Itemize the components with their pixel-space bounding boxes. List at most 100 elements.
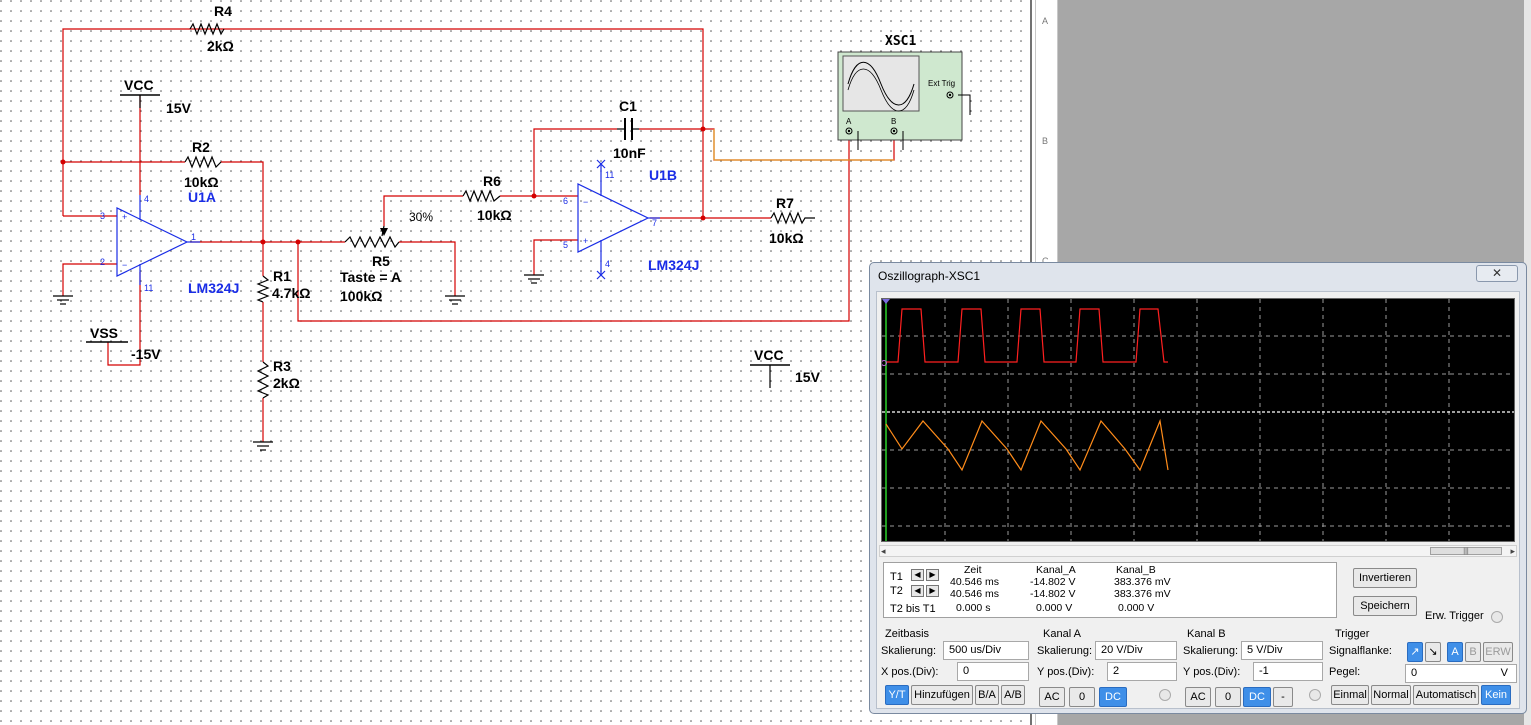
t1-ch-a: -14.802 V	[1030, 576, 1076, 588]
channel-b-ypos-field[interactable]: -1	[1253, 662, 1323, 681]
xsc1-ch-b: B	[891, 117, 896, 126]
t1-right-arrow-icon[interactable]: ▶	[926, 569, 939, 581]
vcc2-name: VCC	[754, 347, 784, 363]
scroll-thumb[interactable]: |||	[1430, 547, 1502, 555]
ground-symbols	[53, 274, 544, 451]
vertical-scrollbar[interactable]	[1524, 0, 1531, 725]
xsc1-ch-a: A	[846, 117, 852, 126]
vcc1-value: 15V	[166, 100, 192, 116]
trigger-single-button[interactable]: Einmal	[1331, 685, 1369, 705]
screen-grid	[882, 299, 1514, 541]
r7-name: R7	[776, 195, 794, 211]
channel-b-radio[interactable]	[1309, 689, 1321, 701]
pin-3: 3	[100, 211, 105, 221]
channel-a-scale-field[interactable]: 20 V/Div	[1095, 641, 1177, 660]
channel-b-title: Kanal B	[1187, 628, 1226, 640]
screen-horizontal-scrollbar[interactable]: ◂ ||| ▸	[879, 545, 1517, 557]
channel-a-ac-button[interactable]: AC	[1039, 687, 1065, 707]
r3-name: R3	[273, 358, 291, 374]
r6-resistor[interactable]	[462, 189, 501, 203]
t2-right-arrow-icon[interactable]: ▶	[926, 585, 939, 597]
mode-ba-button[interactable]: B/A	[975, 685, 999, 705]
trigger-source-b-button[interactable]: B	[1465, 642, 1481, 662]
channel-a-ypos-field[interactable]: 2	[1107, 662, 1177, 681]
r1-resistor[interactable]	[256, 275, 270, 303]
channel-a-zero-button[interactable]: 0	[1069, 687, 1095, 707]
trigger-normal-button[interactable]: Normal	[1371, 685, 1411, 705]
u1b-opamp[interactable]	[577, 183, 650, 253]
ruler-letter-c: C	[1042, 256, 1049, 266]
trigger-level-field[interactable]: 0 V	[1405, 664, 1517, 683]
scroll-left-icon[interactable]: ◂	[881, 546, 886, 556]
pin-11: 11	[144, 283, 153, 293]
mode-ab-button[interactable]: A/B	[1001, 685, 1025, 705]
pin-4: 4	[144, 194, 149, 204]
channel-b-trace	[885, 418, 1169, 472]
rising-edge-button[interactable]: ↗	[1407, 642, 1423, 662]
t1-label: T1	[890, 571, 903, 583]
invert-button[interactable]: Invertieren	[1353, 568, 1417, 588]
trigger-level-unit: V	[1500, 667, 1508, 679]
oscilloscope-window[interactable]: Oszillograph-XSC1 ✕	[869, 262, 1527, 714]
scroll-right-icon[interactable]: ▸	[1510, 546, 1515, 556]
trigger-edge-label: Signalflanke:	[1329, 645, 1392, 657]
pin-6: 6	[563, 196, 568, 206]
t2-t1-label: T2 bis T1	[890, 603, 936, 615]
u1a-part: LM324J	[188, 280, 239, 296]
r4-name: R4	[214, 3, 232, 19]
trigger-level-value: 0	[1411, 667, 1418, 679]
r1-value: 4.7kΩ	[272, 285, 310, 301]
xsc1-terminal-a[interactable]	[845, 127, 853, 135]
u1a-name: U1A	[188, 189, 216, 205]
pin-5: 5	[563, 240, 568, 250]
falling-edge-button[interactable]: ↘	[1425, 642, 1441, 662]
t2-left-arrow-icon[interactable]: ◀	[911, 585, 924, 597]
channel-b-ac-button[interactable]: AC	[1185, 687, 1211, 707]
cursor-readout-box: T1 T2 T2 bis T1 ◀ ▶ ◀ ▶ Zeit Kanal_A Kan…	[883, 562, 1337, 618]
r5-potentiometer[interactable]	[344, 235, 400, 249]
t2-time: 40.546 ms	[950, 588, 1000, 600]
trigger-none-button[interactable]: Kein	[1481, 685, 1511, 705]
r7-resistor[interactable]	[770, 211, 815, 225]
r3-resistor[interactable]	[256, 361, 270, 399]
cursor-handle[interactable]	[882, 299, 890, 304]
u1a-opamp[interactable]	[116, 207, 189, 277]
xsc1-terminal-b[interactable]	[890, 127, 898, 135]
xpos-field[interactable]: 0	[957, 662, 1029, 681]
pin-7: 7	[652, 218, 657, 228]
close-button[interactable]: ✕	[1476, 265, 1518, 282]
hdr-time: Zeit	[964, 564, 982, 576]
close-icon: ✕	[1491, 266, 1503, 280]
save-button[interactable]: Speichern	[1353, 596, 1417, 616]
c1-value: 10nF	[613, 145, 646, 161]
xsc1-instrument[interactable]: XSC1 Ext Trig A B	[837, 34, 971, 150]
r4-resistor[interactable]	[189, 22, 225, 36]
channel-b-invert-button[interactable]: -	[1273, 687, 1293, 707]
channel-b-zero-button[interactable]: 0	[1215, 687, 1241, 707]
mode-add-button[interactable]: Hinzufügen	[911, 685, 973, 705]
channel-a-radio[interactable]	[1159, 689, 1171, 701]
timebase-scale-field[interactable]: 500 us/Div	[943, 641, 1029, 660]
pin-4b: 4	[605, 259, 610, 269]
r3-value: 2kΩ	[273, 375, 300, 391]
trigger-auto-button[interactable]: Automatisch	[1413, 685, 1479, 705]
u1b-name: U1B	[649, 167, 677, 183]
trigger-source-ext-button[interactable]: ERW	[1483, 642, 1513, 662]
mode-yt-button[interactable]: Y/T	[885, 685, 909, 705]
r6-value: 10kΩ	[477, 207, 512, 223]
channel-a-dc-button[interactable]: DC	[1099, 687, 1127, 707]
channel-a-scale-label: Skalierung:	[1037, 645, 1093, 657]
t1-left-arrow-icon[interactable]: ◀	[911, 569, 924, 581]
oscilloscope-panel: ◂ ||| ▸ T1 T2 T2 bis T1 ◀ ▶ ◀ ▶ Zeit Kan…	[876, 291, 1520, 709]
xsc1-ext-trig: Ext Trig	[928, 79, 955, 88]
channel-b-dc-button[interactable]: DC	[1243, 687, 1271, 707]
pin-11b: 11	[605, 170, 614, 180]
r2-resistor[interactable]	[184, 155, 222, 169]
ext-trigger-radio[interactable]	[1491, 611, 1503, 623]
trigger-source-a-button[interactable]: A	[1447, 642, 1463, 662]
oscilloscope-title: Oszillograph-XSC1	[878, 269, 981, 283]
channel-b-scale-field[interactable]: 5 V/Div	[1241, 641, 1323, 660]
oscilloscope-screen[interactable]	[881, 298, 1515, 542]
hdr-ch-a: Kanal_A	[1036, 564, 1076, 576]
